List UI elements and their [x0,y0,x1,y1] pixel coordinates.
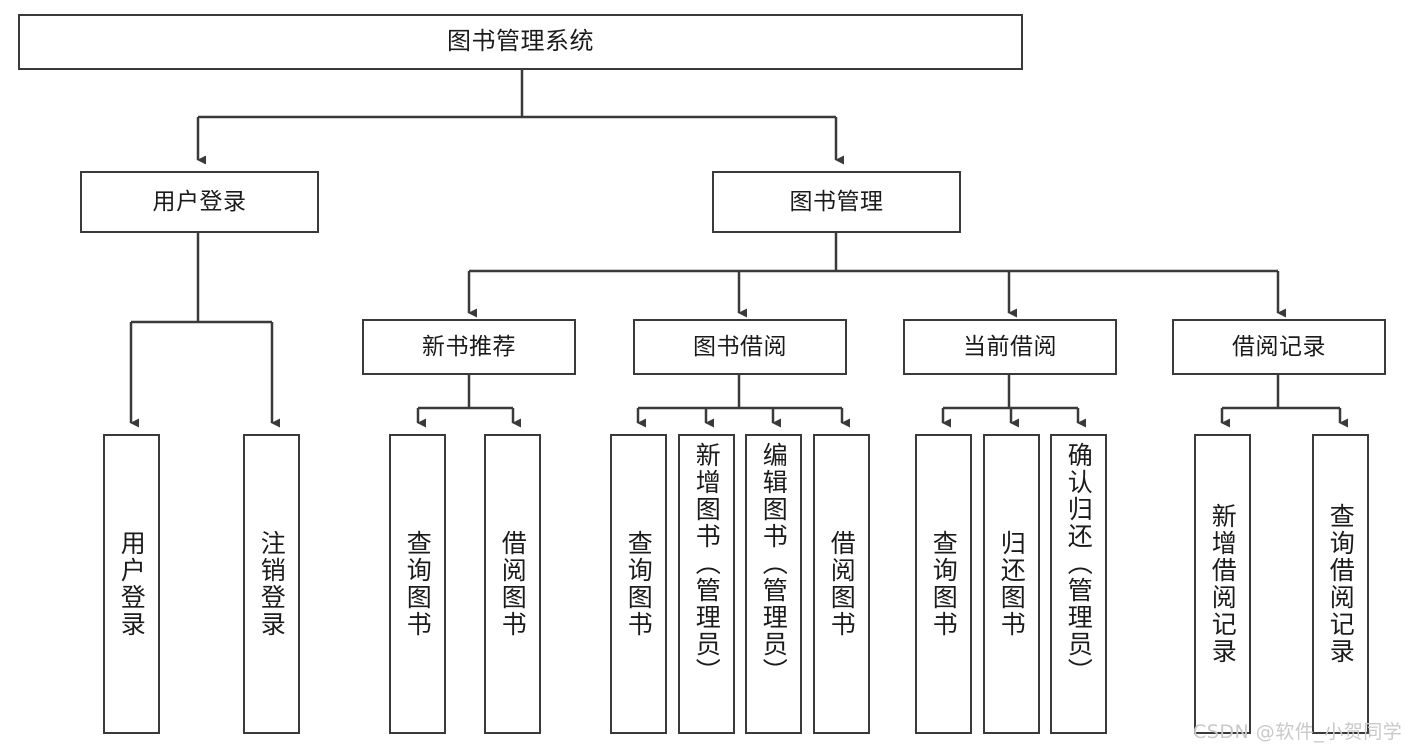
node-leaf-query-book-1[interactable]: 查询图书 [389,434,446,734]
node-book-borrow[interactable]: 图书借阅 [633,319,847,375]
node-leaf-query-book-2[interactable]: 查询图书 [610,434,667,734]
node-leaf-logout-login[interactable]: 注销登录 [243,434,300,734]
node-leaf-edit-book-label: 编辑图书（管理员） [759,442,789,685]
node-leaf-borrow-book-2-label: 借阅图书 [827,530,857,638]
node-root-label: 图书管理系统 [447,27,594,56]
node-leaf-query-book-3-label: 查询图书 [929,530,959,638]
node-borrow-record-label: 借阅记录 [1232,333,1326,360]
node-leaf-user-login[interactable]: 用户登录 [103,434,160,734]
node-leaf-query-record-label: 查询借阅记录 [1326,503,1356,665]
node-book-management-label: 图书管理 [789,188,884,215]
node-leaf-user-login-label: 用户登录 [117,530,147,638]
node-book-management[interactable]: 图书管理 [712,171,961,233]
node-leaf-add-record-label: 新增借阅记录 [1208,503,1238,665]
node-leaf-query-book-3[interactable]: 查询图书 [915,434,972,734]
watermark: CSDN @软件_小贺同学 [1193,721,1403,743]
node-new-book-recommend-label: 新书推荐 [422,333,516,360]
node-user-login-label: 用户登录 [152,188,247,215]
node-leaf-borrow-book-1-label: 借阅图书 [498,530,528,638]
node-leaf-logout-login-label: 注销登录 [257,530,287,638]
node-leaf-add-book-label: 新增图书（管理员） [692,442,722,685]
node-leaf-query-record[interactable]: 查询借阅记录 [1312,434,1369,734]
node-current-borrow[interactable]: 当前借阅 [903,319,1117,375]
node-borrow-record[interactable]: 借阅记录 [1172,319,1386,375]
node-leaf-add-record[interactable]: 新增借阅记录 [1194,434,1251,734]
node-leaf-borrow-book-1[interactable]: 借阅图书 [484,434,541,734]
node-new-book-recommend[interactable]: 新书推荐 [362,319,576,375]
node-user-login[interactable]: 用户登录 [80,171,319,233]
node-current-borrow-label: 当前借阅 [963,333,1057,360]
node-root[interactable]: 图书管理系统 [18,14,1023,70]
node-leaf-borrow-book-2[interactable]: 借阅图书 [813,434,870,734]
node-leaf-confirm-return[interactable]: 确认归还（管理员） [1050,434,1107,734]
node-leaf-query-book-1-label: 查询图书 [403,530,433,638]
node-leaf-edit-book[interactable]: 编辑图书（管理员） [745,434,802,734]
node-leaf-confirm-return-label: 确认归还（管理员） [1064,442,1094,685]
node-book-borrow-label: 图书借阅 [693,333,787,360]
node-leaf-return-book-label: 归还图书 [997,530,1027,638]
node-leaf-return-book[interactable]: 归还图书 [983,434,1040,734]
node-leaf-add-book[interactable]: 新增图书（管理员） [678,434,735,734]
node-leaf-query-book-2-label: 查询图书 [624,530,654,638]
